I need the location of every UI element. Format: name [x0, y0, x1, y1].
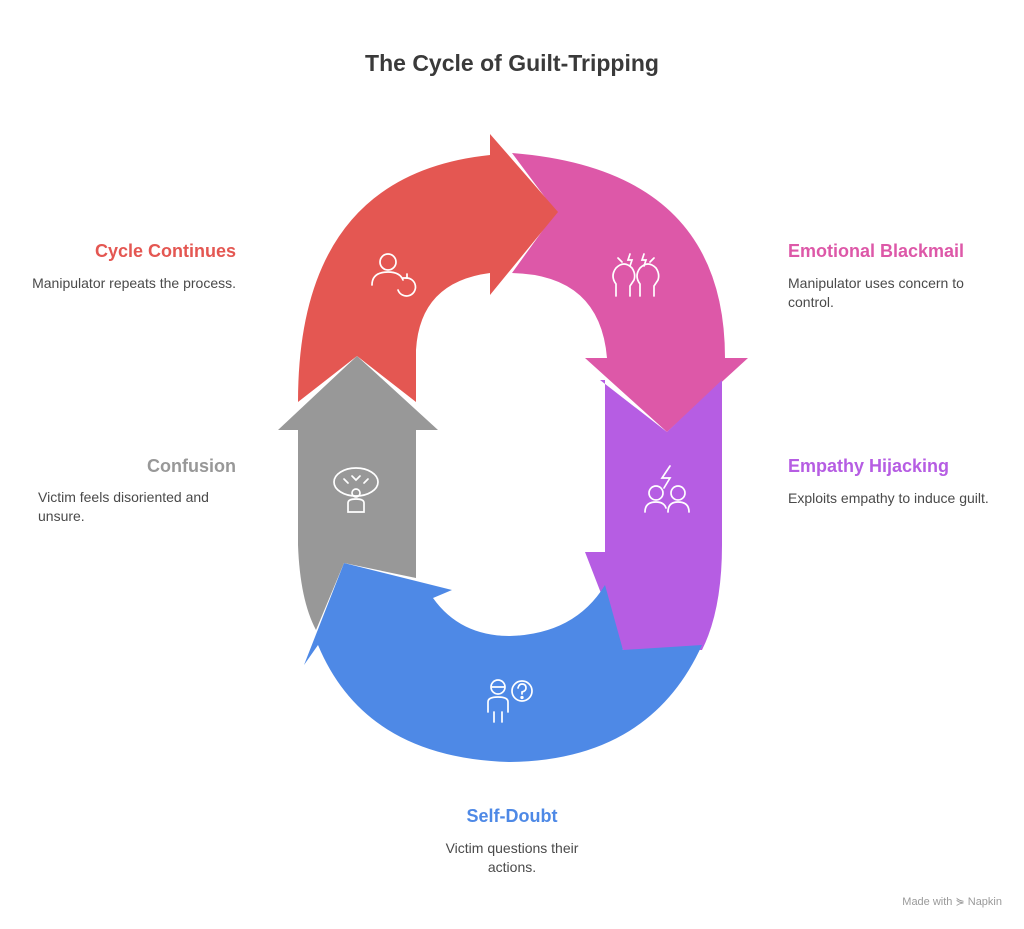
step-title: Emotional Blackmail — [788, 241, 965, 261]
page-title: The Cycle of Guilt-Tripping — [365, 50, 659, 76]
step-confusion-title: Confusion — [16, 456, 236, 489]
step-cycle-continues: Cycle Continues Manipulator repeats the … — [16, 241, 236, 293]
segment-empathy-hijacking — [585, 380, 722, 650]
step-description: Victim feels disoriented and unsure. — [38, 489, 209, 524]
segment-self-doubt — [304, 563, 702, 762]
step-title: Empathy Hijacking — [788, 456, 950, 476]
step-title: Cycle Continues — [94, 241, 236, 261]
step-description: Manipulator uses concern to control. — [788, 275, 964, 310]
confused-person-icon — [333, 467, 379, 513]
step-title: Confusion — [147, 456, 236, 476]
step-emotional-blackmail: Emotional Blackmail Manipulator uses con… — [788, 241, 1008, 312]
step-empathy-hijacking: Empathy Hijacking Exploits empathy to in… — [788, 456, 1008, 508]
step-self-doubt: Self-Doubt Victim questions their action… — [402, 806, 622, 877]
step-confusion-desc: Victim feels disoriented and unsure. — [38, 488, 238, 526]
step-title: Self-Doubt — [466, 806, 558, 826]
step-description: Exploits empathy to induce guilt. — [788, 490, 989, 506]
segment-cycle-continues — [298, 134, 558, 402]
step-description: Victim questions their actions. — [445, 840, 579, 875]
person-question-icon — [487, 679, 533, 723]
person-cycle-icon — [371, 253, 417, 297]
segment-confusion — [278, 356, 438, 630]
two-people-lightning-icon — [644, 465, 690, 513]
step-description: Manipulator repeats the process. — [32, 275, 236, 291]
napkin-credit: Made with ⋟ Napkin — [902, 896, 1002, 908]
stressed-heads-icon — [612, 253, 660, 297]
